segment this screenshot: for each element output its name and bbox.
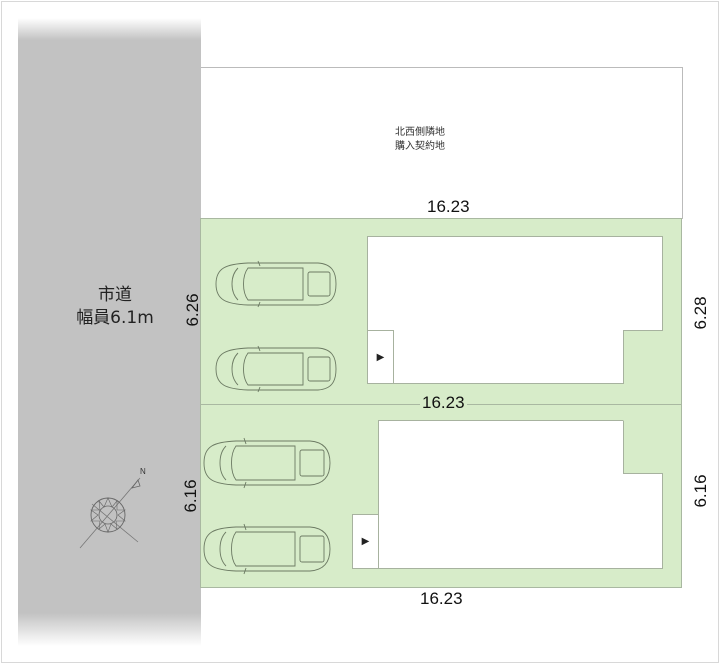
dim-south-right-depth: 6.16: [691, 474, 710, 508]
road-name: 市道: [98, 285, 132, 305]
svg-text:N: N: [140, 467, 146, 476]
car-parking-4: [203, 523, 331, 575]
car-parking-2: [215, 345, 337, 393]
house-north-notch: [623, 330, 663, 384]
road-label: 市道 幅員6.1m: [60, 284, 170, 330]
dim-south-bottom-width: 16.23: [420, 589, 463, 608]
dim-north-right-depth: 6.28: [691, 296, 710, 330]
compass-north-icon: N: [79, 467, 146, 549]
dim-north-left-depth: 6.26: [183, 293, 202, 327]
house-north: [367, 236, 663, 384]
dim-north-bottom-width: 16.23: [420, 393, 467, 413]
entry-marker-south: ▶: [352, 514, 379, 569]
dim-south-left-depth: 6.16: [181, 479, 200, 513]
car-parking-3: [203, 437, 331, 489]
car-parking-1: [215, 260, 337, 308]
city-road: [18, 18, 201, 646]
neighbor-label: 北西側隣地 購入契約地: [395, 127, 445, 152]
house-south-notch: [623, 420, 663, 474]
entry-marker-north: ▶: [367, 330, 394, 384]
neighbor-lot: [201, 67, 683, 219]
house-south: [378, 420, 663, 569]
dim-north-top-width: 16.23: [425, 197, 472, 217]
road-width: 幅員6.1m: [76, 308, 154, 328]
